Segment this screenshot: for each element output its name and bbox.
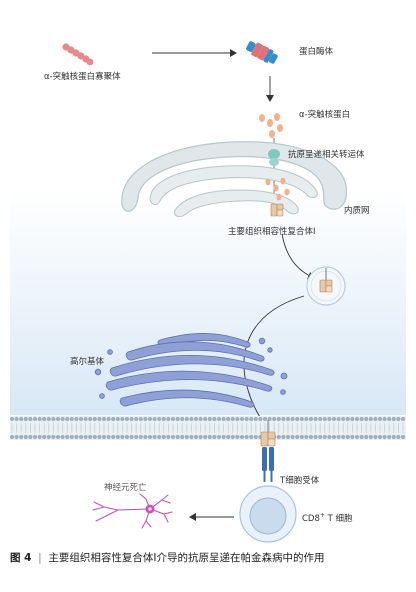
- caption-text: 主要组织相容性复合体Ⅰ介导的抗原呈递在帕金森病中的作用: [48, 552, 325, 564]
- proteasome-icon: [246, 41, 278, 64]
- label-tap: 抗原呈递相关转运体: [288, 150, 365, 160]
- cd8-prefix: CD8: [302, 513, 320, 524]
- label-neuron-death: 神经元死亡: [104, 483, 147, 493]
- tap-transporter-icon: [268, 149, 280, 166]
- label-tcr: T细胞受体: [280, 476, 320, 486]
- er-peptides: [265, 177, 290, 201]
- label-mhc1: 主要组织相容性复合体Ⅰ: [228, 227, 316, 237]
- transport-vesicle: [306, 266, 346, 306]
- label-golgi: 高尔基体: [70, 357, 105, 367]
- label-proteasome: 蛋白酶体: [299, 47, 334, 57]
- cd8-suffix: T 细胞: [324, 513, 353, 524]
- cd8-t-cell: [239, 485, 297, 543]
- alpha-synuclein-oligomer: [62, 43, 94, 66]
- cell-membrane: [9, 416, 406, 440]
- alpha-synuclein-monomers: [259, 113, 283, 138]
- label-alpha-synuclein: α-突触核蛋白: [299, 110, 351, 120]
- caption-separator: |: [38, 552, 42, 564]
- cytoplasm-background: [10, 190, 406, 415]
- golgi-apparatus: [94, 333, 288, 408]
- figure-number: 图 4: [10, 552, 32, 564]
- cd8-superscript: +: [319, 512, 325, 519]
- figure-caption: 图 4 | 主要组织相容性复合体Ⅰ介导的抗原呈递在帕金森病中的作用: [10, 551, 410, 565]
- mhc1-tcr-complex: [260, 420, 276, 482]
- endoplasmic-reticulum: [121, 141, 348, 218]
- mhc1-in-er-icon: [270, 203, 284, 217]
- label-cd8-t-cell: CD8+ T 细胞: [302, 510, 353, 525]
- dying-neuron-icon: [92, 493, 173, 529]
- label-alpha-oligomer: α-突触核蛋白寡聚体: [44, 72, 121, 82]
- label-er: 内质网: [344, 206, 370, 216]
